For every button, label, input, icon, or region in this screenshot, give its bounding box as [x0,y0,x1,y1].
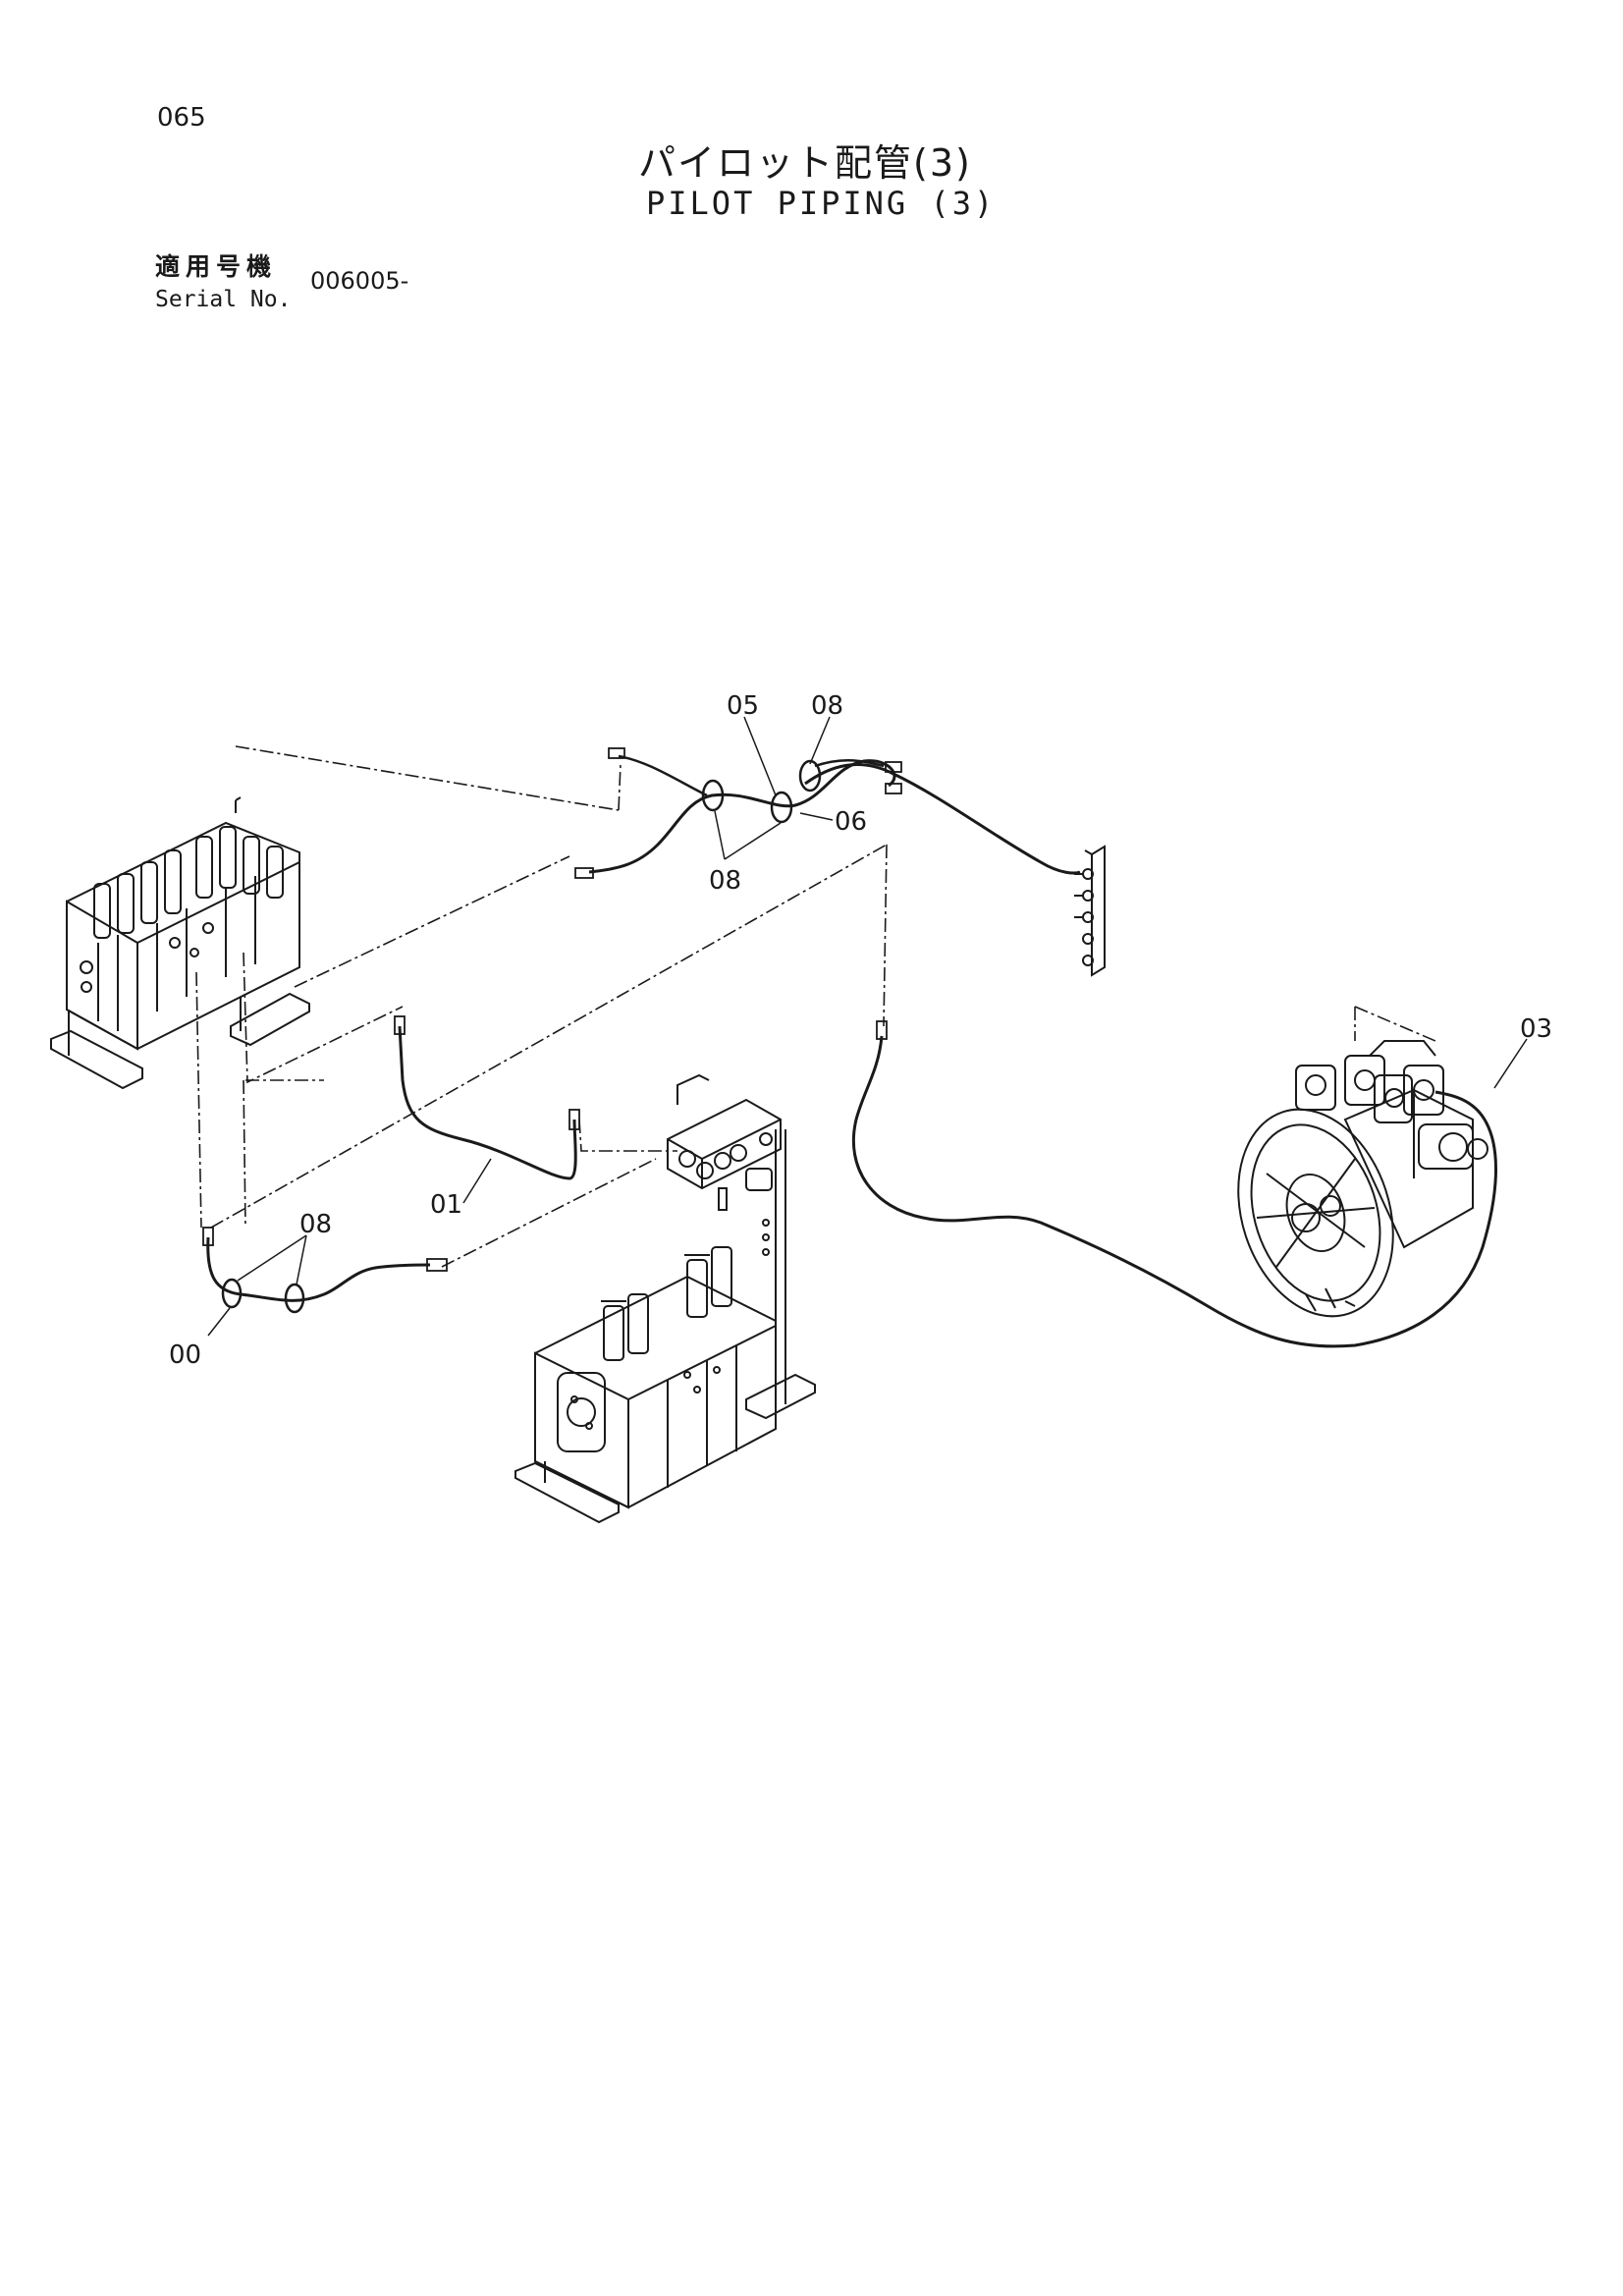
part-label-00: 00 [169,1340,201,1370]
part-label-06: 06 [835,807,867,837]
serial-label-japanese: 適用号機 [155,252,278,281]
part-label-08-middle: 08 [709,866,741,896]
control-valve-left [50,796,310,1090]
part-label-03: 03 [1520,1014,1552,1044]
serial-label-english: Serial No. [155,287,292,312]
page-number: 065 [157,103,206,133]
part-label-01: 01 [430,1190,462,1220]
part-label-08-top: 08 [811,691,843,721]
serial-number-value: 006005- [310,267,409,295]
hydraulic-pump-assembly [1237,1040,1488,1318]
page-title-japanese: パイロット配管(3) [638,141,972,185]
control-valve-center [514,1073,816,1524]
part-label-08-lower: 08 [299,1210,332,1239]
pilot-connector-block [1074,845,1106,977]
page-title-english: PILOT PIPING (3) [646,185,997,222]
part-label-05: 05 [727,691,759,721]
